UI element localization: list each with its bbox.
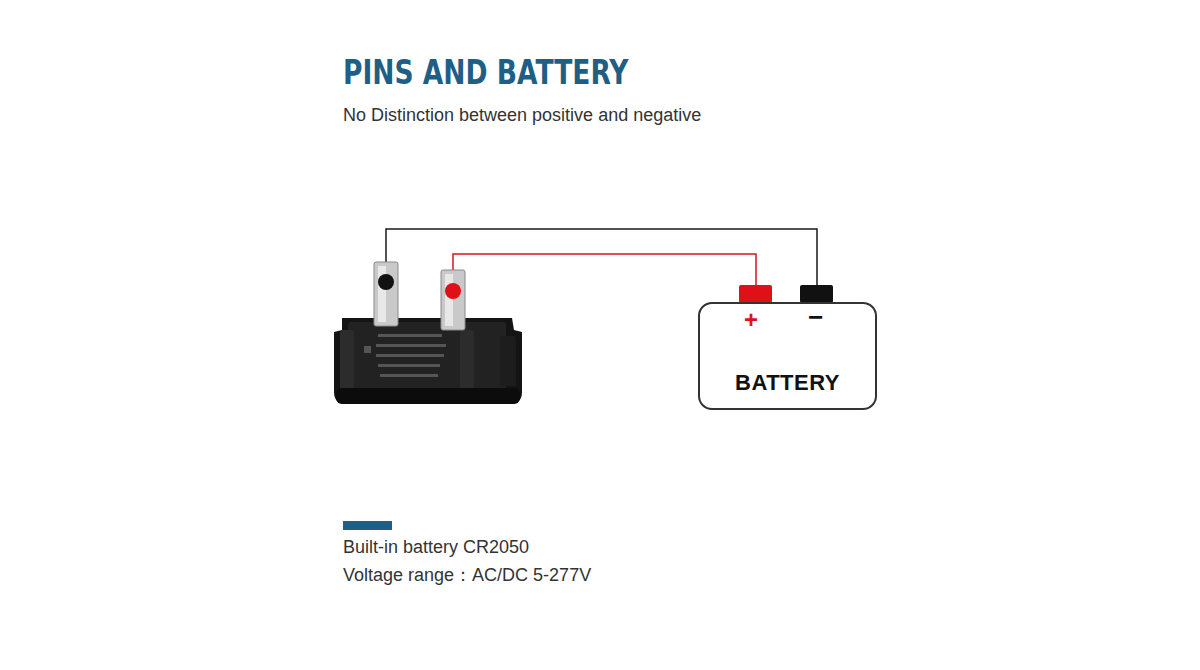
battery-label: BATTERY <box>735 370 840 396</box>
positive-terminal <box>739 285 772 303</box>
voltage-note: Voltage range：AC/DC 5-277V <box>343 563 591 587</box>
terminal-pins <box>374 262 465 330</box>
red-wire <box>453 254 756 291</box>
negative-terminal <box>800 285 833 303</box>
battery-box: BATTERY <box>698 302 877 410</box>
voltmeter-body <box>334 318 522 404</box>
battery-note: Built-in battery CR2050 <box>343 537 529 558</box>
title: PINS AND BATTERY <box>343 52 629 92</box>
subtitle: No Distinction between positive and nega… <box>343 105 701 126</box>
accent-bar <box>343 521 392 530</box>
minus-sign: − <box>808 302 823 333</box>
plus-sign: + <box>744 306 758 334</box>
